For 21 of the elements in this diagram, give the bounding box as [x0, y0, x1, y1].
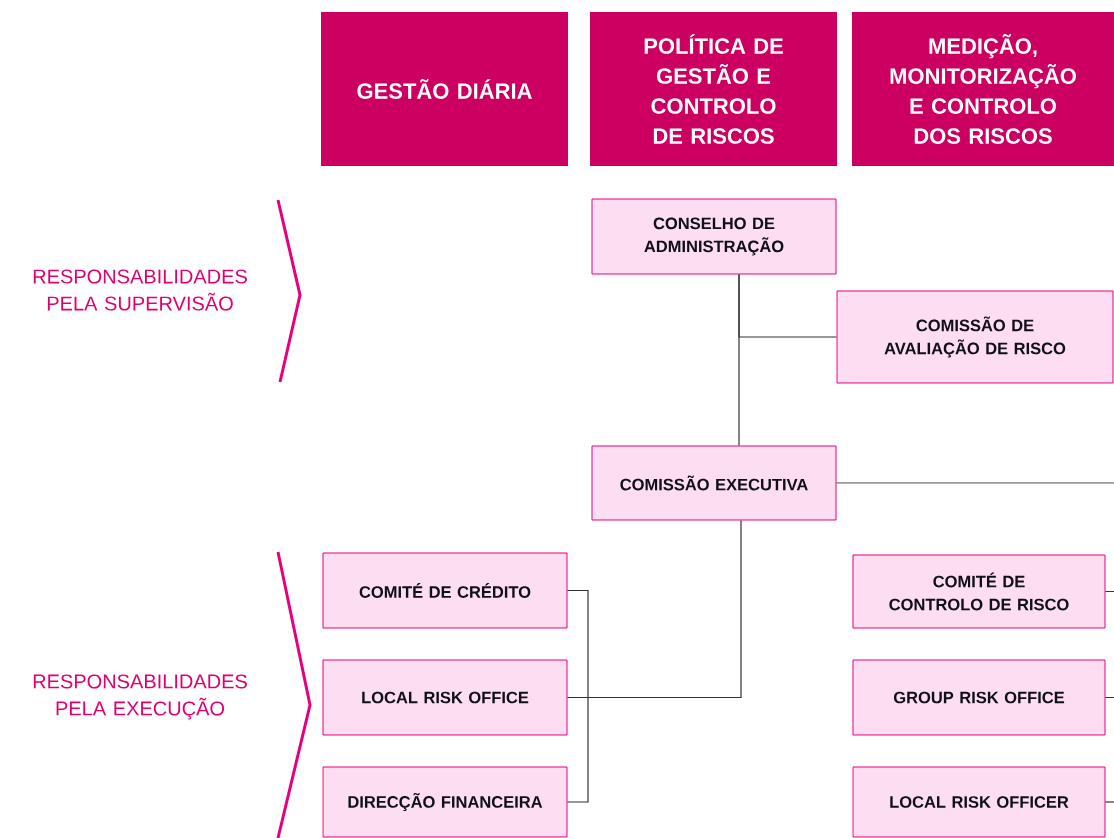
connector-line	[835, 482, 1114, 484]
org-box: COMITÉ DE CRÉDITO	[322, 552, 568, 629]
connector-line	[566, 589, 589, 803]
column-header: MEDIÇÃO, MONITORIZAÇÃO E CONTROLO DOS RISCOS	[852, 12, 1114, 166]
connector-line	[1104, 801, 1114, 803]
connector-line	[738, 273, 838, 338]
column-header: GESTÃO DIÁRIA	[321, 12, 568, 166]
org-box: COMISSÃO DE AVALIAÇÃO DE RISCO	[836, 290, 1114, 384]
org-box: COMITÉ DE CONTROLO DE RISCO	[852, 554, 1106, 629]
org-box: LOCAL RISK OFFICER	[852, 766, 1106, 838]
connector-line	[1104, 696, 1114, 699]
org-box: CONSELHO DE ADMINISTRAÇÃO	[591, 198, 837, 275]
connector-line	[1104, 590, 1114, 593]
column-header: POLÍTICA DE GESTÃO E CONTROLO DE RISCOS	[590, 12, 837, 166]
row-label: RESPONSABILIDADES PELA EXECUÇÃO	[33, 674, 247, 720]
org-box: LOCAL RISK OFFICE	[322, 659, 568, 736]
connector-line	[566, 519, 742, 699]
row-label: RESPONSABILIDADES PELA SUPERVISÃO	[33, 269, 247, 311]
org-box: GROUP RISK OFFICE	[852, 659, 1106, 736]
org-box: DIRECÇÃO FINANCEIRA	[322, 766, 568, 838]
org-box: COMISSÃO EXECUTIVA	[591, 445, 837, 521]
